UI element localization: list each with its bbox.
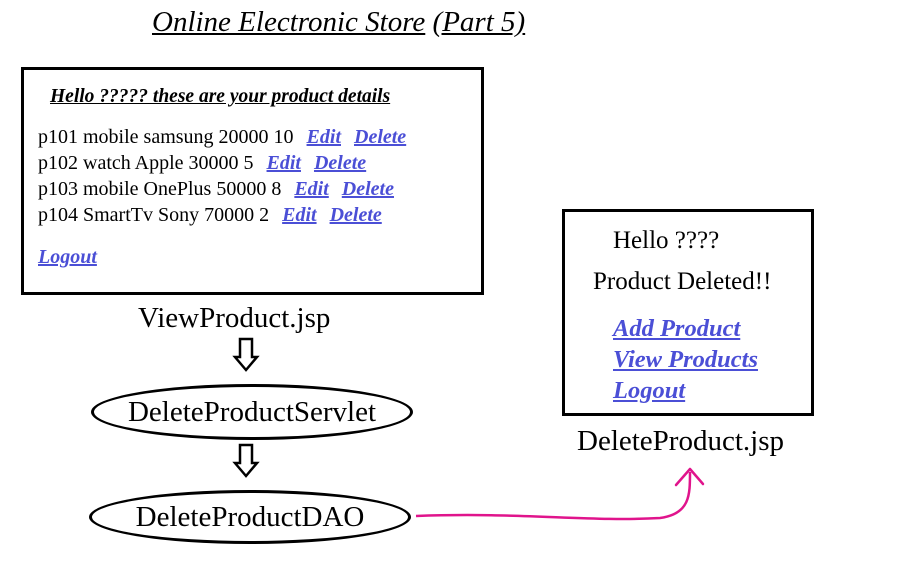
- deleted-greeting: Hello ????: [613, 227, 720, 254]
- deleted-message: Product Deleted!!: [593, 268, 772, 295]
- edit-link[interactable]: Edit: [266, 152, 301, 174]
- dao-node: DeleteProductDAO: [89, 490, 411, 544]
- down-arrow-icon: [232, 443, 260, 478]
- logout-link[interactable]: Logout: [38, 246, 97, 268]
- edit-link[interactable]: Edit: [294, 178, 329, 200]
- view-product-caption: ViewProduct.jsp: [138, 302, 331, 334]
- product-row: p103 mobile OnePlus 50000 8 Edit Delete: [38, 178, 394, 201]
- down-arrow-icon: [232, 337, 260, 372]
- deleted-logout-link[interactable]: Logout: [613, 377, 686, 404]
- product-text: p101 mobile samsung 20000 10: [38, 126, 294, 148]
- diagram-title: Online Electronic Store (Part 5): [152, 6, 525, 39]
- delete-link[interactable]: Delete: [329, 204, 382, 226]
- delete-product-caption: DeleteProduct.jsp: [577, 425, 784, 457]
- flow-arrow: [415, 471, 692, 521]
- product-row: p104 SmartTv Sony 70000 2 Edit Delete: [38, 204, 382, 227]
- delete-link[interactable]: Delete: [354, 126, 407, 148]
- product-row: p102 watch Apple 30000 5 Edit Delete: [38, 152, 366, 175]
- view-greeting: Hello ????? these are your product detai…: [50, 86, 391, 107]
- delete-product-page-box: Hello ???? Product Deleted!! Add Product…: [562, 209, 814, 416]
- view-product-page-box: Hello ????? these are your product detai…: [21, 67, 484, 295]
- title-main: Online Electronic Store: [152, 6, 426, 38]
- delete-link[interactable]: Delete: [313, 152, 367, 174]
- product-text: p103 mobile OnePlus 50000 8: [38, 178, 282, 200]
- delete-link[interactable]: Delete: [341, 178, 394, 200]
- servlet-node: DeleteProductServlet: [91, 384, 413, 440]
- product-text: p102 watch Apple 30000 5: [38, 152, 254, 174]
- view-products-link[interactable]: View Products: [613, 346, 758, 373]
- servlet-label: DeleteProductServlet: [127, 395, 377, 428]
- product-text: p104 SmartTv Sony 70000 2: [38, 204, 270, 226]
- edit-link[interactable]: Edit: [282, 204, 317, 226]
- title-part: (Part 5): [432, 6, 526, 38]
- add-product-link[interactable]: Add Product: [613, 315, 741, 342]
- arrowhead-icon: [674, 467, 705, 487]
- dao-label: DeleteProductDAO: [135, 500, 365, 533]
- edit-link[interactable]: Edit: [306, 126, 341, 148]
- product-row: p101 mobile samsung 20000 10 Edit Delete: [38, 126, 406, 149]
